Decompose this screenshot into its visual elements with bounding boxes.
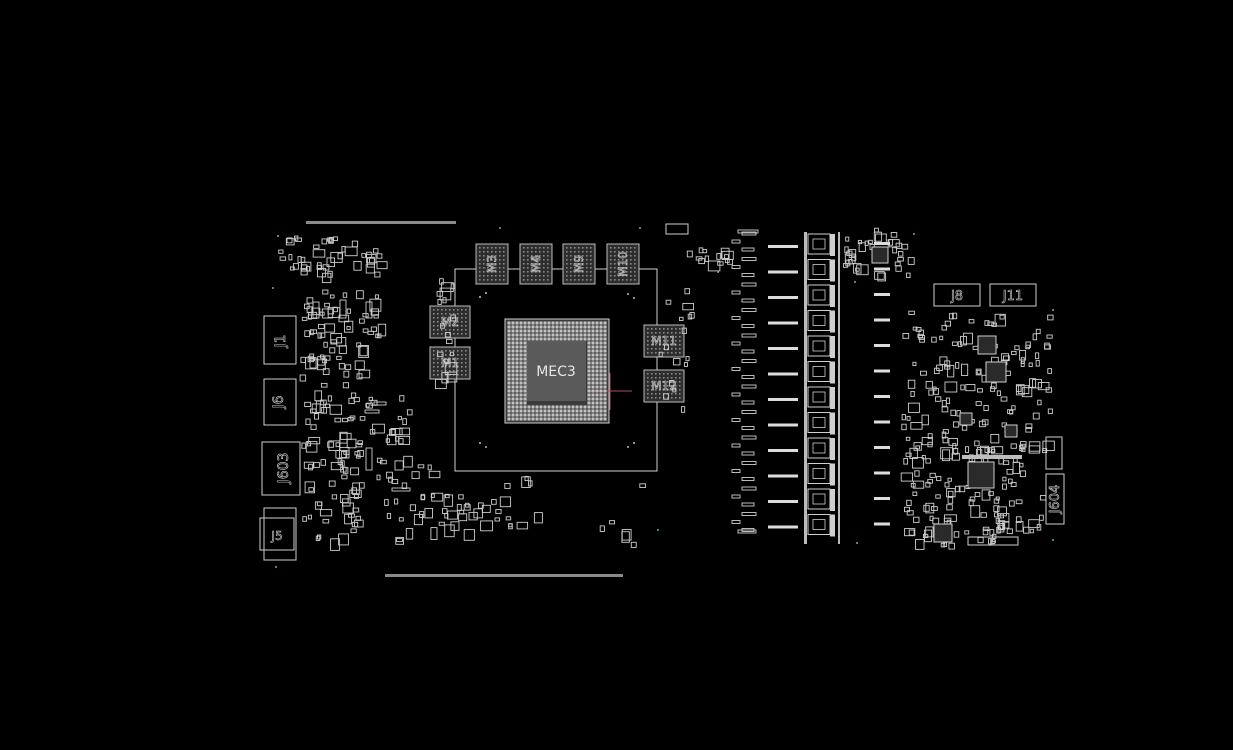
label-j8: J8	[950, 289, 963, 304]
memory-label-m11: M11	[651, 334, 677, 348]
memory-label-m9: M9	[572, 255, 586, 273]
silkscreen-labels: MEC3 J1 J6 J603 J5 J8 J11 J604 J9	[270, 289, 1063, 547]
label-j6: J6	[271, 395, 287, 409]
gpu-label: MEC3	[536, 364, 576, 380]
gpu-die	[526, 341, 586, 401]
memory-label-m4: M4	[529, 255, 543, 273]
label-j11: J11	[1002, 289, 1023, 304]
connector-j5-frame	[263, 507, 297, 561]
memory-chip-m11: M11	[643, 324, 685, 358]
connector-j603	[261, 441, 301, 496]
gpu-corner-dots	[479, 292, 635, 448]
label-j9: J9	[989, 538, 997, 546]
connector-j5	[259, 517, 295, 551]
memory-label-m12: M12	[651, 379, 677, 393]
memory-chip-m4: M4	[519, 243, 553, 285]
memory-label-m3: M3	[485, 255, 499, 273]
memory-label-m2: M2	[441, 315, 459, 329]
memory-chip-m3: M3	[475, 243, 509, 285]
connector-j11	[989, 283, 1037, 307]
memory-chip-m10: M10	[606, 243, 640, 285]
memory-chip-m9: M9	[562, 243, 596, 285]
connector-j6	[263, 378, 297, 426]
header-top	[665, 223, 689, 235]
passive-components	[278, 227, 1055, 551]
vrm-section	[731, 229, 1022, 544]
label-j5: J5	[270, 529, 282, 543]
connector-j8	[933, 283, 981, 307]
connector-j9	[967, 536, 1019, 546]
label-j1: J1	[273, 334, 289, 348]
memory-label-m10: M10	[616, 251, 630, 277]
board-edge-bottom	[385, 574, 623, 577]
bga-balls	[507, 321, 607, 421]
label-j603: J603	[276, 453, 292, 485]
test-points	[272, 227, 1054, 568]
label-j604: J604	[1048, 485, 1063, 515]
board-edge-top	[306, 221, 456, 224]
cursor-crosshair	[588, 373, 632, 410]
connector-j1	[263, 315, 297, 365]
